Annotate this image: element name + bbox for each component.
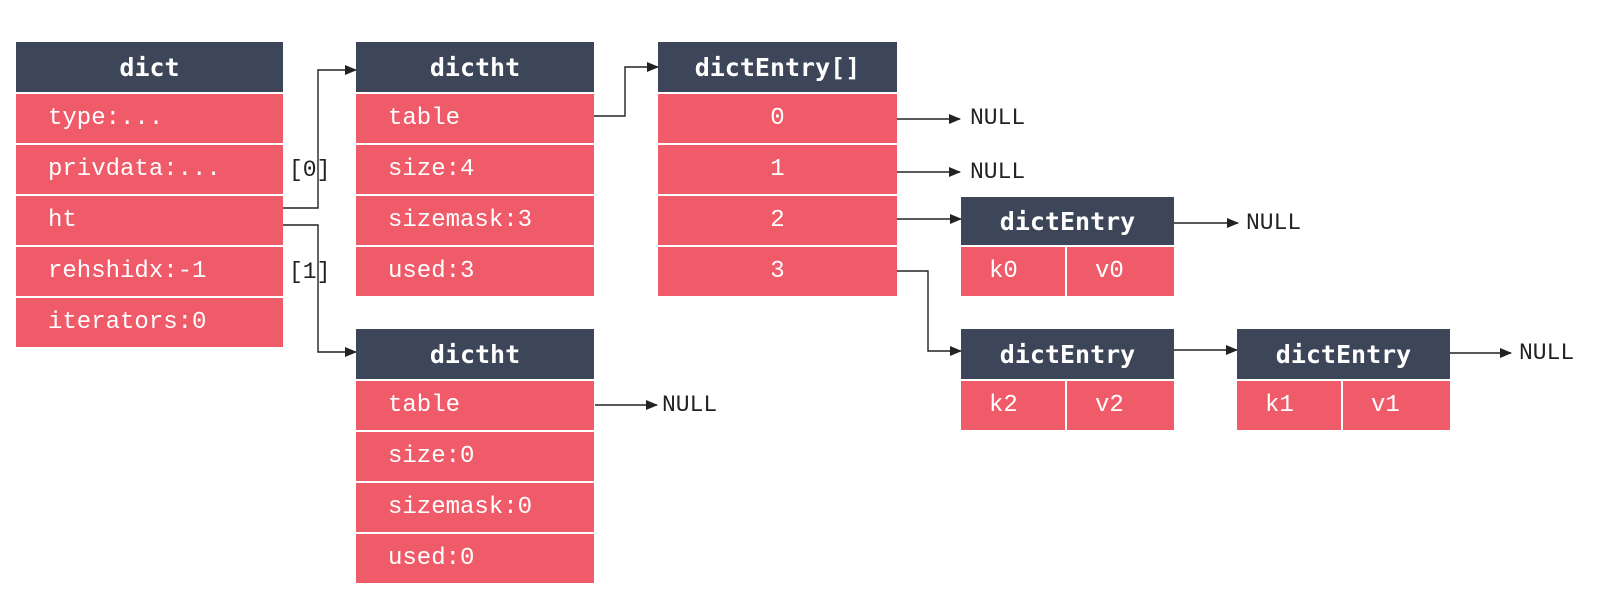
dictht0-field-used: used:3: [356, 247, 594, 296]
null-label-entry-k0: NULL: [1246, 210, 1302, 236]
entry-k0-header: dictEntry: [961, 197, 1174, 245]
entry-array-slot-3: 3: [658, 247, 897, 296]
arrow-ht-to-dictht1: [283, 224, 357, 357]
entry-k1-header: dictEntry: [1237, 329, 1450, 379]
entry-k1-key: k1: [1237, 381, 1341, 430]
dict-field-ht: ht: [16, 196, 283, 245]
ht-index-label-0: [0]: [289, 157, 331, 183]
entry-array-header: dictEntry[]: [658, 42, 897, 92]
dict-field-privdata: privdata:...: [16, 145, 283, 194]
null-label-entry-k1: NULL: [1519, 340, 1575, 366]
dictht1-field-used: used:0: [356, 534, 594, 583]
dictht1-field-table: table: [356, 381, 594, 430]
dictht0-field-table: table: [356, 94, 594, 143]
arrow-slot3-to-entry-k2: [897, 270, 962, 356]
dictht1-field-sizemask: sizemask:0: [356, 483, 594, 532]
dictht1-header: dictht: [356, 329, 594, 379]
dictht0-field-sizemask: sizemask:3: [356, 196, 594, 245]
null-label-dictht1-table: NULL: [662, 392, 718, 418]
dictht1-field-size: size:0: [356, 432, 594, 481]
dictht0-header: dictht: [356, 42, 594, 92]
dictht0-field-size: size:4: [356, 145, 594, 194]
entry-array-slot-0: 0: [658, 94, 897, 143]
entry-k1-value: v1: [1343, 381, 1450, 430]
entry-k0-value: v0: [1067, 247, 1174, 296]
dict-header: dict: [16, 42, 283, 92]
entry-k0-key: k0: [961, 247, 1065, 296]
arrow-ht-to-dictht0: [283, 65, 357, 209]
dict-field-rehashidx: rehshidx:-1: [16, 247, 283, 296]
arrow-table-to-entry-array: [590, 62, 659, 117]
null-label-slot0: NULL: [970, 105, 1026, 131]
entry-k2-key: k2: [961, 381, 1065, 430]
null-label-slot1: NULL: [970, 159, 1026, 185]
dict-field-type: type:...: [16, 94, 283, 143]
dict-field-iterators: iterators:0: [16, 298, 283, 347]
entry-k2-header: dictEntry: [961, 329, 1174, 379]
entry-array-slot-2: 2: [658, 196, 897, 245]
ht-index-label-1: [1]: [289, 259, 331, 285]
entry-k2-value: v2: [1067, 381, 1174, 430]
entry-array-slot-1: 1: [658, 145, 897, 194]
